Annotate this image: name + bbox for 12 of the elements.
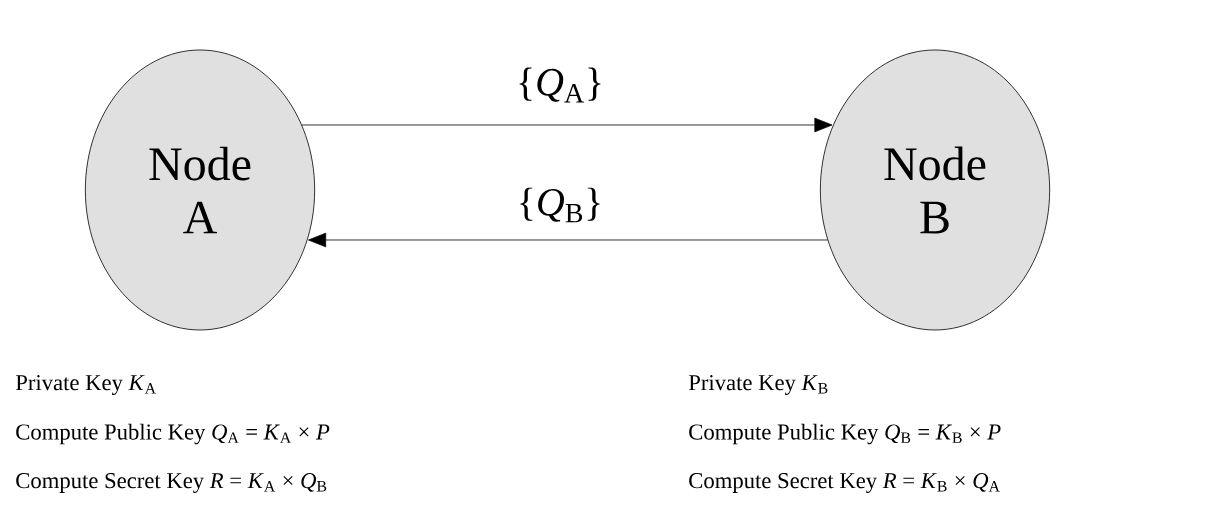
key-text: Compute Secret Key R = K$_{A}$ × Q$_{B}$ (16, 473, 327, 493)
ellipse-node: Node A (84, 49, 316, 331)
arrow (308, 232, 828, 248)
ellipse-node: Node B (819, 49, 1051, 331)
arrow (301, 117, 833, 133)
key-text: Compute Public Key Q$_{B}$ = K$_{B}$ × P (689, 423, 1001, 445)
key-text: Private Key K$_{B}$ (688, 375, 828, 395)
key-text: Compute Secret Key R = K$_{B}$ × Q$_{A}$ (689, 473, 1000, 493)
edge-label: {Q$_{A}$} (519, 67, 601, 103)
edge-label: {Q$_{B}$} (520, 187, 600, 223)
key-text: Compute Public Key Q$_{A}$ = K$_{A}$ × P (16, 423, 330, 445)
key-text: Private Key K$_{A}$ (15, 375, 156, 395)
